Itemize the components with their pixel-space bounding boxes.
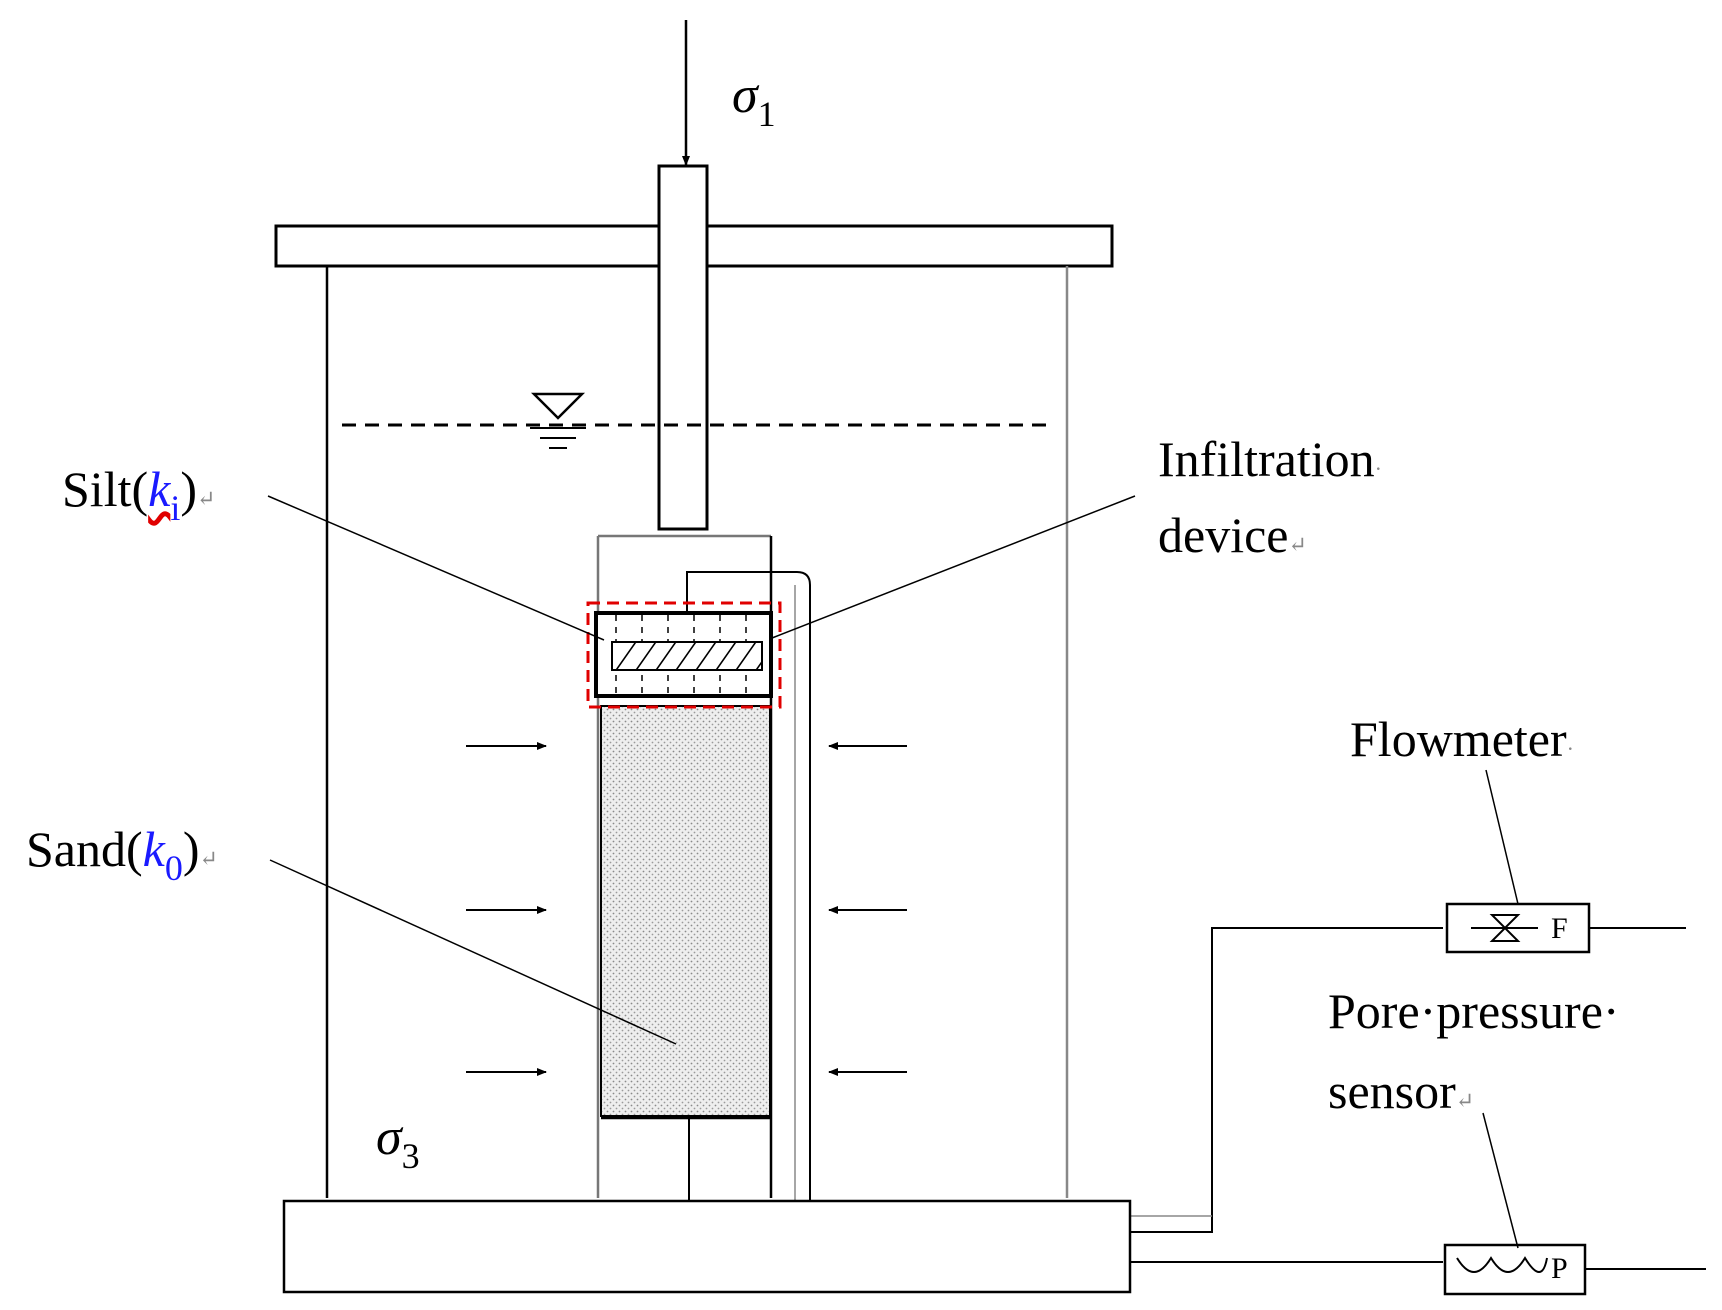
sigma3-label: σ3 <box>376 1109 420 1176</box>
silt-label: Silt(ki)↵ <box>62 461 216 528</box>
infiltration-device-highlight <box>586 601 782 709</box>
confining-arrows-left <box>466 742 547 1076</box>
flowmeter-device <box>1445 902 1686 954</box>
flowmeter-device-letter: F <box>1551 912 1568 945</box>
sand-k-symbol: k0 <box>142 821 183 888</box>
flowmeter-label: Flowmeter· <box>1350 711 1574 767</box>
base-plate <box>282 1199 1132 1294</box>
pore-pressure-label-line2: sensor↵ <box>1328 1063 1475 1119</box>
silt-leader-line <box>267 495 605 641</box>
pore-pressure-label-line1: Pore·pressure· <box>1328 983 1620 1039</box>
silt-k-symbol: ki <box>148 461 181 528</box>
water-level-icon <box>530 392 586 449</box>
infiltration-device-label-line2: device↵ <box>1158 507 1307 563</box>
pressure-leader-line <box>1482 1112 1519 1249</box>
loading-piston <box>657 164 709 531</box>
flowmeter-leader-line <box>1485 769 1519 905</box>
silt-layer <box>611 641 763 671</box>
drainage-tube <box>686 571 1443 1233</box>
pressure-sensor-device <box>1443 1243 1706 1296</box>
confining-arrows-right <box>828 742 907 1076</box>
sand-leader-line <box>269 859 677 1045</box>
infiltration-device-label-line1: Infiltration· <box>1158 431 1382 487</box>
infiltration-leader-line <box>771 495 1136 639</box>
pressure-device-letter: P <box>1551 1252 1568 1285</box>
sigma1-label: σ1 <box>732 67 776 134</box>
sand-label: Sand(k0)↵ <box>26 821 218 888</box>
drainage-tube-inner <box>794 585 1212 1217</box>
sand-specimen <box>600 705 771 1117</box>
